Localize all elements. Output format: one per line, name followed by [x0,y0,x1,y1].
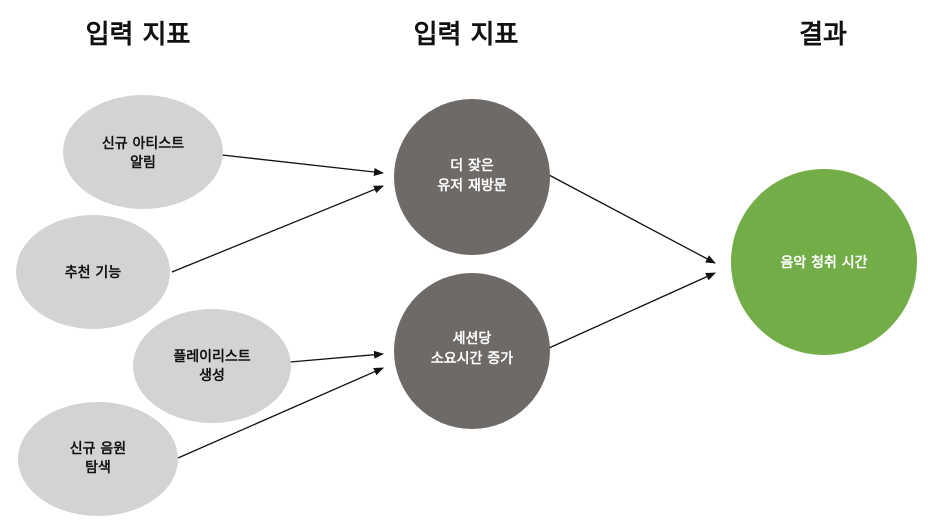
column-header-result: 결과 [799,20,847,50]
node-new-artist-alert: 신규 아티스트 알림 [63,95,223,209]
node-label: 신규 음원 [70,441,126,457]
node-session-time: 세션당 소요시간 증가 [394,273,550,429]
node-listening-time: 음악 청취 시간 [731,169,917,355]
node-label: 탐색 [85,459,111,476]
node-label: 유저 재방문 [437,177,506,194]
node-label: 신규 아티스트 [102,135,184,152]
column-header-input-1: 입력 지표 [85,20,191,50]
arrows [171,154,716,459]
arrow-recommend-to-revisit [171,185,384,273]
node-label: 음악 청취 시간 [780,254,867,271]
node-recommendation: 추천 기능 [16,215,170,329]
column-header-input-2: 입력 지표 [413,20,519,50]
node-label: 생성 [199,368,225,384]
node-label: 더 잦은 [450,157,494,174]
node-label: 소요시간 증가 [431,350,513,367]
node-label: 세션당 [453,330,492,347]
node-playlist-creation: 플레이리스트 생성 [133,309,291,423]
arrow-alert-to-revisit [221,154,384,176]
node-user-revisit: 더 잦은 유저 재방문 [394,99,550,255]
arrow-playlist-to-session [289,350,384,363]
arrow-revisit-to-result [548,174,716,264]
node-label: 플레이리스트 [173,348,250,365]
node-new-music-explore: 신규 음원 탐색 [18,402,178,516]
arrow-session-to-result [548,272,716,349]
node-label: 알림 [130,155,156,171]
node-label: 추천 기능 [65,265,122,281]
arrow-explore-to-session [177,367,384,459]
